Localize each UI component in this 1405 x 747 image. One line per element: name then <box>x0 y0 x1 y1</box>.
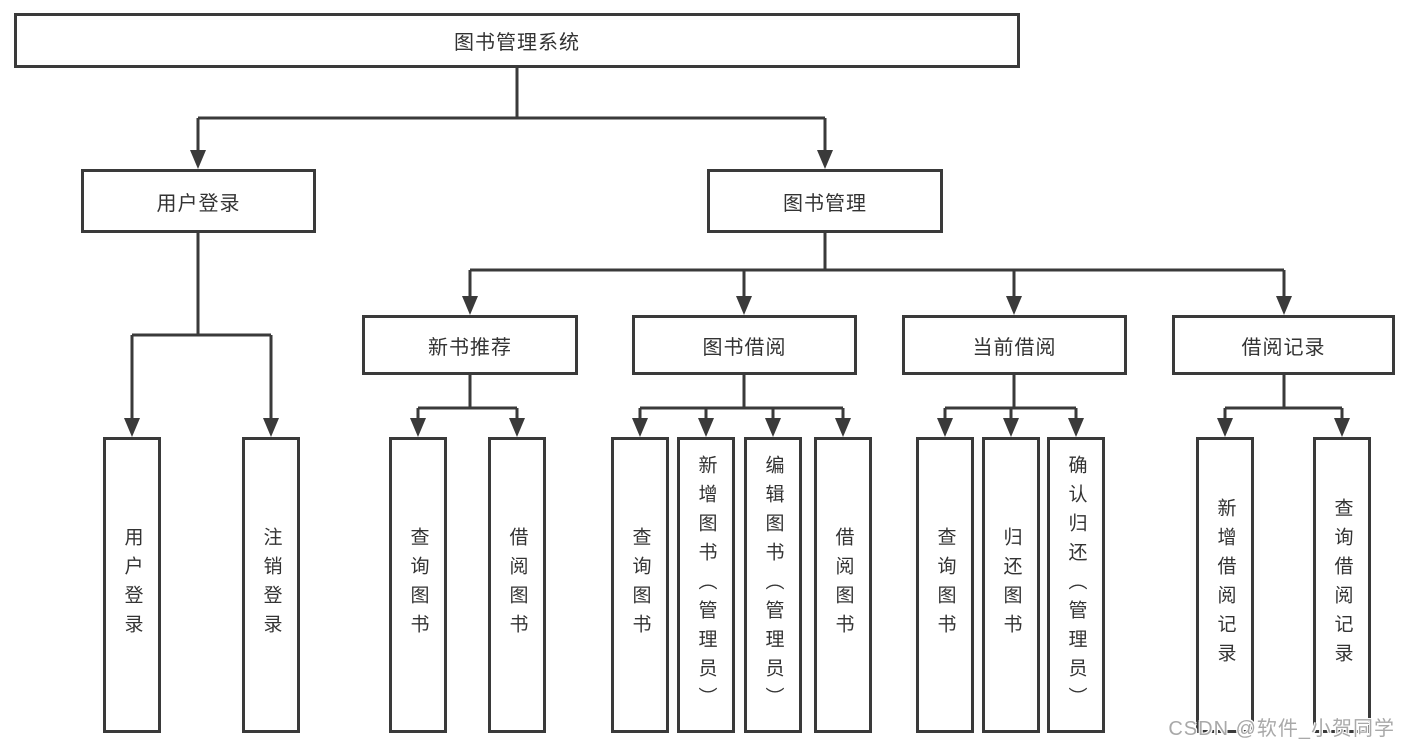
leaf-borrow-books-1-label: 借阅图书 <box>506 527 528 643</box>
node-borrow-records: 借阅记录 <box>1172 315 1395 375</box>
leaf-confirm-return-admin-label: 确认归还（管理员） <box>1065 454 1087 716</box>
node-user-login-label: 用户登录 <box>156 192 241 215</box>
leaf-query-books-1-label: 查询图书 <box>407 527 429 643</box>
leaf-query-books-2: 查询图书 <box>611 437 669 733</box>
leaf-logout-label: 注销登录 <box>260 527 282 643</box>
node-root-label: 图书管理系统 <box>454 32 580 54</box>
leaf-add-books-admin-label: 新增图书（管理员） <box>695 454 717 716</box>
node-user-login: 用户登录 <box>81 169 316 233</box>
leaf-add-books-admin: 新增图书（管理员） <box>677 437 735 733</box>
leaf-query-borrow-record: 查询借阅记录 <box>1313 437 1371 733</box>
leaf-add-borrow-record: 新增借阅记录 <box>1196 437 1254 733</box>
leaf-return-books-label: 归还图书 <box>1000 527 1022 643</box>
csdn-watermark: CSDN @软件_小贺同学 <box>1168 718 1395 740</box>
node-current-borrow: 当前借阅 <box>902 315 1127 375</box>
node-book-management-label: 图书管理 <box>783 192 867 215</box>
leaf-borrow-books-1: 借阅图书 <box>488 437 546 733</box>
leaf-borrow-books-2: 借阅图书 <box>814 437 872 733</box>
leaf-confirm-return-admin: 确认归还（管理员） <box>1047 437 1105 733</box>
node-book-borrow: 图书借阅 <box>632 315 857 375</box>
leaf-return-books: 归还图书 <box>982 437 1040 733</box>
leaf-add-borrow-record-label: 新增借阅记录 <box>1214 498 1236 672</box>
leaf-query-books-2-label: 查询图书 <box>629 527 651 643</box>
node-book-management: 图书管理 <box>707 169 943 233</box>
node-new-book-recommend: 新书推荐 <box>362 315 578 375</box>
node-current-borrow-label: 当前借阅 <box>972 336 1057 359</box>
leaf-user-login-label: 用户登录 <box>121 527 143 643</box>
leaf-logout: 注销登录 <box>242 437 300 733</box>
node-borrow-records-label: 借阅记录 <box>1241 336 1326 359</box>
leaf-borrow-books-2-label: 借阅图书 <box>832 527 854 643</box>
leaf-query-books-1: 查询图书 <box>389 437 447 733</box>
leaf-edit-books-admin-label: 编辑图书（管理员） <box>762 454 784 716</box>
leaf-user-login: 用户登录 <box>103 437 161 733</box>
node-new-book-recommend-label: 新书推荐 <box>428 336 512 359</box>
leaf-query-borrow-record-label: 查询借阅记录 <box>1331 498 1353 672</box>
leaf-edit-books-admin: 编辑图书（管理员） <box>744 437 802 733</box>
leaf-query-books-3: 查询图书 <box>916 437 974 733</box>
arrowheads <box>124 150 1350 437</box>
leaf-query-books-3-label: 查询图书 <box>934 527 956 643</box>
node-book-borrow-label: 图书借阅 <box>702 336 787 359</box>
node-root-library-management-system: 图书管理系统 <box>14 13 1020 68</box>
